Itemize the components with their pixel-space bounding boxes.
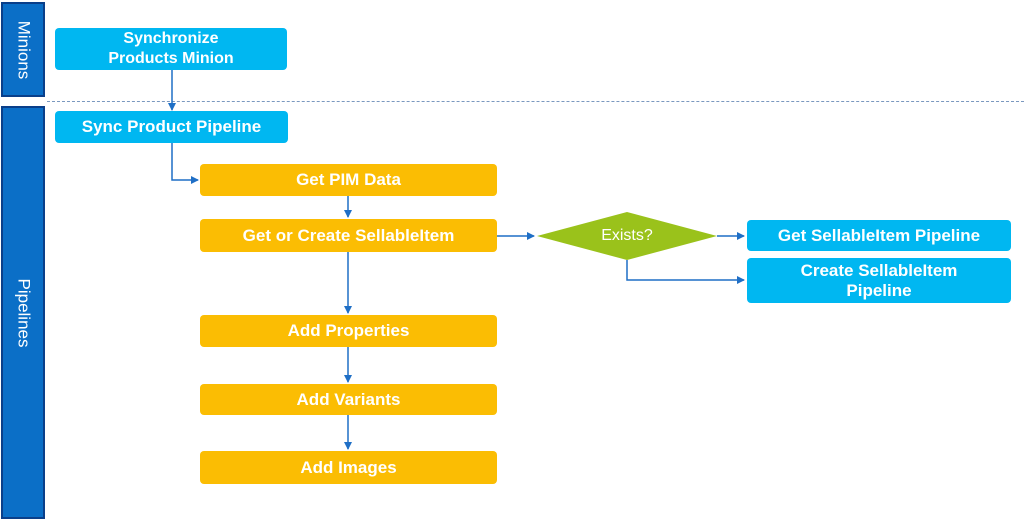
arrow-pipeline-to-getpim — [171, 143, 199, 184]
sync-product-pipeline-box[interactable]: Sync Product Pipeline — [55, 111, 288, 143]
get-pim-data-box[interactable]: Get PIM Data — [200, 164, 497, 196]
lane-minions: Minions — [1, 2, 45, 97]
get-or-create-sellableitem-label: Get or Create SellableItem — [242, 225, 455, 245]
exists-decision-diamond[interactable] — [537, 212, 717, 260]
get-sellableitem-pipeline-box[interactable]: Get SellableItem Pipeline — [747, 220, 1011, 251]
synchronize-products-minion-label: Synchronize Products Minion — [108, 30, 234, 67]
add-variants-box[interactable]: Add Variants — [200, 384, 497, 415]
add-images-label: Add Images — [300, 457, 397, 477]
get-sellableitem-pipeline-label: Get SellableItem Pipeline — [777, 225, 981, 245]
exists-decision-label: Exists? — [601, 227, 653, 244]
sync-product-pipeline-label: Sync Product Pipeline — [81, 117, 262, 136]
arrow-exists-to-create-pipeline — [626, 260, 745, 284]
create-sellableitem-pipeline-label: Create SellableItem Pipeline — [800, 260, 958, 300]
create-sellableitem-pipeline-box[interactable]: Create SellableItem Pipeline — [747, 258, 1011, 303]
lane-divider — [47, 101, 1024, 102]
add-properties-box[interactable]: Add Properties — [200, 315, 497, 347]
lane-pipelines: Pipelines — [1, 106, 45, 519]
add-variants-label: Add Variants — [296, 389, 401, 409]
synchronize-products-minion-box[interactable]: Synchronize Products Minion — [55, 28, 287, 70]
add-images-box[interactable]: Add Images — [200, 451, 497, 484]
get-pim-data-label: Get PIM Data — [296, 170, 401, 189]
get-or-create-sellableitem-box[interactable]: Get or Create SellableItem — [200, 219, 497, 252]
add-properties-label: Add Properties — [287, 321, 410, 340]
